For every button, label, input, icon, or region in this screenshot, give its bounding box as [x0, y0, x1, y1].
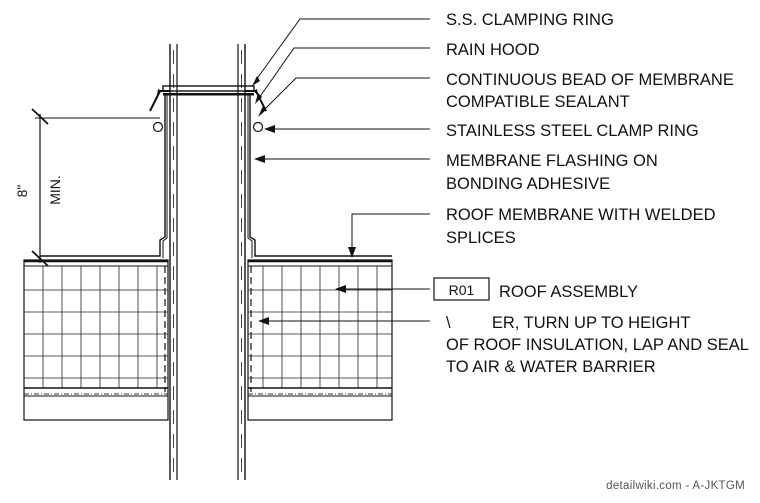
leader-arrowheads [252, 76, 356, 325]
membrane-flashing [40, 95, 392, 258]
callout-vapour-retarder-line-3: TO AIR & WATER BARRIER [446, 358, 656, 376]
callout-flashing-line-1: MEMBRANE FLASHING ON [446, 152, 658, 170]
leader-lines [255, 18, 430, 322]
callout-roof-membrane-line-1: ROOF MEMBRANE WITH WELDED [446, 206, 716, 224]
callout-rain-hood: RAIN HOOD [446, 41, 540, 59]
callout-sealant-line-2: COMPATIBLE SEALANT [446, 93, 630, 111]
callout-stainless-clamp-ring: STAINLESS STEEL CLAMP RING [446, 122, 699, 140]
vapour-retarder-turn-up [164, 266, 252, 392]
dimension-8-min: 8" MIN. [14, 108, 160, 267]
callout-flashing-line-2: BONDING ADHESIVE [446, 175, 610, 193]
dimension-value: 8" [14, 185, 30, 198]
sealant-beads [157, 89, 258, 95]
callout-vapour-retarder-line-1: \ ER, TURN UP TO HEIGHT [446, 314, 691, 332]
assembly-tag-box [433, 277, 490, 301]
clamping-ring [162, 85, 255, 96]
pipe [169, 44, 246, 480]
watermark: detailwiki.com - A-JKTGM [606, 480, 745, 492]
roof-insulation-left [23, 259, 169, 421]
callout-sealant-line-1: CONTINUOUS BEAD OF MEMBRANE [446, 71, 734, 89]
callout-ss-clamping-ring: S.S. CLAMPING RING [446, 11, 614, 29]
callout-vapour-retarder-line-2: OF ROOF INSULATION, LAP AND SEAL [446, 336, 749, 354]
dimension-qualifier: MIN. [47, 175, 63, 205]
callout-roof-assembly: ROOF ASSEMBLY [499, 283, 638, 301]
callout-labels: S.S. CLAMPING RING RAIN HOOD CONTINUOUS … [433, 11, 749, 376]
clamp-ring-markers [152, 121, 264, 133]
callout-roof-membrane-line-2: SPLICES [446, 229, 516, 247]
assembly-tag: R01 [449, 282, 475, 298]
roof-insulation-right [247, 259, 393, 421]
